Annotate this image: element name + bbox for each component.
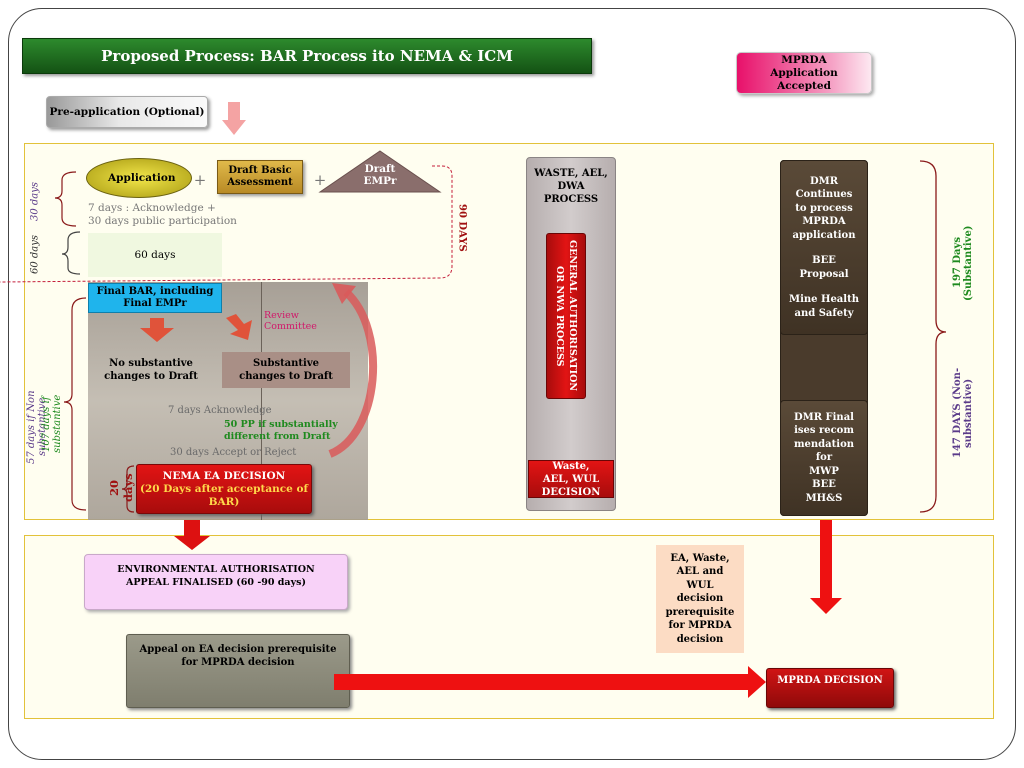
dmr-continues-box: DMR Continues to process MPRDA applicati…: [780, 160, 868, 335]
waste-process-label: WASTE, AEL, DWA PROCESS: [534, 167, 608, 205]
days-20-label: 20 days: [107, 473, 135, 503]
nema-decision-box: NEMA EA DECISION (20 Days after acceptan…: [136, 464, 312, 514]
application-oval: Application: [86, 158, 192, 198]
waste-decision-box: Waste, AEL, WUL DECISION: [528, 460, 614, 498]
title-banner: Proposed Process: BAR Process ito NEMA &…: [22, 38, 592, 74]
page-title: Proposed Process: BAR Process ito NEMA &…: [101, 47, 513, 65]
days-197-label: 197 Days (Substantive): [952, 225, 974, 301]
days-60-box: 60 days: [88, 233, 222, 277]
acknowledge-text: 7 days : Acknowledge + 30 days public pa…: [88, 202, 237, 227]
days-30-label: 30 days: [29, 181, 41, 221]
days-147-label: 147 DAYS (Non- substantive): [952, 367, 974, 459]
plus-sign-1: +: [193, 171, 207, 189]
accept-30-text: 30 days Accept or Reject: [170, 447, 297, 458]
plus-sign-2: +: [313, 171, 327, 189]
draft-empr-label: Draft EMPr: [363, 163, 397, 187]
days-60-label: 60 days: [29, 234, 41, 274]
general-auth-box: GENERAL AUTHORISATION OR NWA PROCESS: [546, 233, 586, 399]
review-divider: [261, 282, 262, 520]
pre-application-box: Pre-application (Optional): [46, 96, 208, 128]
pp-50-text: 50 PP if substantially different from Dr…: [224, 419, 338, 442]
review-committee-label: Review Committee: [264, 310, 317, 332]
appeal-prereq-box: Appeal on EA decision prerequisite for M…: [126, 634, 350, 708]
appeal-finalised-box: ENVIRONMENTAL AUTHORISATION APPEAL FINAL…: [84, 554, 348, 610]
prereq-ea-box: EA, Waste, AEL and WUL decision prerequi…: [656, 545, 744, 653]
days-90-label: 90 DAYS: [456, 204, 468, 252]
mprda-accepted-box: MPRDA Application Accepted: [736, 52, 872, 94]
dmr-finalises-box: DMR Finalises recommendation for MWP BEE…: [780, 400, 868, 516]
ack-7-text: 7 days Acknowledge: [168, 405, 272, 416]
draft-bar-box: Draft Basic Assessment: [217, 160, 303, 194]
days-107-label: 107 days if substantive: [41, 394, 63, 454]
no-substantive-box: No substantive changes to Draft: [104, 358, 198, 382]
substantive-box: Substantive changes to Draft: [222, 352, 350, 388]
final-bar-box: Final BAR, including Final EMPr: [88, 283, 222, 313]
mprda-decision-box: MPRDA DECISION: [766, 668, 894, 708]
